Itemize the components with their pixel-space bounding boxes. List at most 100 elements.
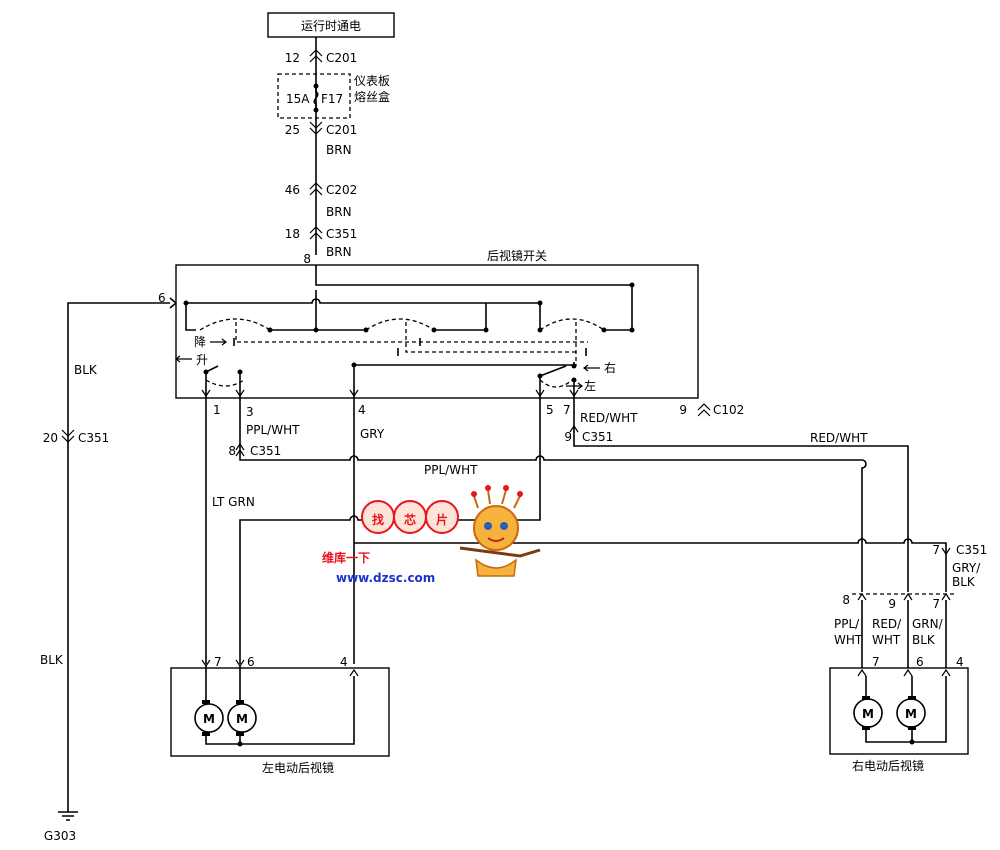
c102-connector bbox=[697, 403, 711, 417]
wire-label-lt-grn: LT GRN bbox=[212, 495, 255, 509]
c102-pin: 9 bbox=[679, 403, 687, 417]
fuse-box-label-2: 熔丝盒 bbox=[354, 89, 390, 104]
junction-dot bbox=[237, 369, 243, 375]
red-wht-wire bbox=[573, 398, 909, 592]
right-connector-arrows bbox=[857, 592, 951, 601]
junction-dot bbox=[183, 300, 189, 306]
switch-arc-2 bbox=[365, 318, 435, 331]
c102-name: C102 bbox=[713, 403, 744, 417]
mirror-switch-box bbox=[175, 264, 699, 399]
switch-arc-3 bbox=[539, 318, 605, 331]
c201-bottom-name: C201 bbox=[326, 123, 357, 137]
watermark-brand-c: 片 bbox=[436, 512, 448, 527]
right-mirror-pin-6: 6 bbox=[916, 655, 924, 669]
c351-red-connector bbox=[569, 424, 579, 433]
c202-name: C202 bbox=[326, 183, 357, 197]
c351-right-connector bbox=[941, 547, 951, 556]
wire-label-gry: GRY bbox=[360, 427, 385, 441]
switch-out-5-contact bbox=[539, 362, 575, 377]
c351-red-name: C351 bbox=[582, 430, 613, 444]
switch-top-bus bbox=[315, 265, 633, 328]
switch-left-bus bbox=[185, 303, 196, 331]
junction-dot bbox=[571, 363, 577, 369]
wire-label-red-wht-1: RED/WHT bbox=[580, 411, 638, 425]
right-mirror-motor-2-label: M bbox=[905, 707, 917, 721]
motor-brush bbox=[202, 732, 210, 736]
label-left: 左 bbox=[584, 378, 596, 393]
motor-brush bbox=[202, 700, 210, 704]
wire-label-brn-3: BRN bbox=[326, 245, 352, 259]
wire-label-grn-v-2: BLK bbox=[912, 633, 936, 647]
blk-ground-wire bbox=[67, 302, 170, 812]
wire-label-gry-blk-1: GRY/ bbox=[952, 561, 981, 575]
switch-pin-1: 1 bbox=[213, 403, 221, 417]
switch-ganged-link-2 bbox=[405, 322, 576, 353]
c201-bottom-connector bbox=[309, 121, 323, 135]
watermark-badge-3 bbox=[425, 500, 459, 534]
switch-second-bus bbox=[186, 298, 541, 312]
switch-5-wire bbox=[239, 398, 541, 664]
junction-dot bbox=[537, 373, 543, 379]
right-mirror-feed-wires bbox=[861, 600, 947, 668]
wire-label-gry-blk-2: BLK bbox=[952, 575, 976, 589]
left-mirror-pin-7: 7 bbox=[214, 655, 222, 669]
fuse-id: F17 bbox=[321, 92, 343, 106]
switch-arc-1 bbox=[199, 318, 271, 331]
c351-ppl-connector bbox=[235, 442, 245, 457]
wire-label-red-v-1: RED/ bbox=[872, 617, 902, 631]
c201-bottom-pin: 25 bbox=[285, 123, 300, 137]
switch-pin-4: 4 bbox=[358, 403, 366, 417]
right-mirror-internal-wiring bbox=[865, 676, 947, 743]
watermark-brand-a: 找 bbox=[372, 512, 384, 527]
c351-red-pin: 9 bbox=[564, 430, 572, 444]
c351-right-pin: 7 bbox=[932, 543, 940, 557]
switch-output-arrows bbox=[201, 389, 579, 398]
c201-top-name: C201 bbox=[326, 51, 357, 65]
fuse-box bbox=[277, 73, 351, 119]
switch-pin-6-connector bbox=[169, 297, 177, 309]
label-up: 升 bbox=[196, 353, 208, 367]
ground-symbol bbox=[58, 811, 78, 821]
switch-contact-ticks bbox=[233, 338, 587, 356]
wire-label-ppl-v-2: WHT bbox=[834, 633, 863, 647]
left-mirror-pin-4: 4 bbox=[340, 655, 348, 669]
junction-dot bbox=[203, 369, 209, 375]
left-mirror-internal-wiring bbox=[205, 666, 355, 745]
junction-dot bbox=[629, 282, 635, 288]
junction-dot bbox=[237, 741, 243, 747]
motor-brush bbox=[862, 726, 870, 730]
motor-brush bbox=[236, 700, 244, 704]
right-mirror-title: 右电动后视镜 bbox=[852, 758, 924, 773]
left-mirror-motor-1-label: M bbox=[203, 712, 215, 726]
c351-top-name: C351 bbox=[326, 227, 357, 241]
mirror-switch-title: 后视镜开关 bbox=[487, 248, 547, 263]
junction-dot bbox=[537, 300, 543, 306]
c351-right-name: C351 bbox=[956, 543, 987, 557]
junction-dot bbox=[483, 327, 489, 333]
switch-ganged-link bbox=[235, 322, 588, 343]
gry-blk-wire bbox=[354, 538, 947, 592]
wire-label-ppl-wht-2: PPL/WHT bbox=[424, 463, 478, 477]
switch-pin-3: 3 bbox=[246, 405, 254, 419]
wire-label-ppl-v-1: PPL/ bbox=[834, 617, 860, 631]
c351-left-pin: 20 bbox=[43, 431, 58, 445]
left-mirror-motor-2-label: M bbox=[236, 712, 248, 726]
junction-dot bbox=[571, 377, 577, 383]
c201-top-pin: 12 bbox=[285, 51, 300, 65]
mascot-icon bbox=[459, 485, 541, 577]
switch-pin-5: 5 bbox=[546, 403, 554, 417]
junction-dot bbox=[351, 362, 357, 368]
c351-top-connector bbox=[309, 226, 323, 240]
junction-dot bbox=[909, 739, 915, 745]
c351-left-connector bbox=[61, 429, 75, 443]
switch-out-arc-1 bbox=[205, 379, 245, 387]
wire-label-grn-v-1: GRN/ bbox=[912, 617, 944, 631]
right-connector-pin-8: 8 bbox=[842, 593, 850, 607]
motor-brush bbox=[236, 732, 244, 736]
c351-left-name: C351 bbox=[78, 431, 109, 445]
motor-brush bbox=[908, 726, 916, 730]
c202-pin: 46 bbox=[285, 183, 300, 197]
arrow-down bbox=[210, 338, 227, 346]
motor-brush bbox=[908, 696, 916, 700]
left-mirror-pin-6: 6 bbox=[247, 655, 255, 669]
